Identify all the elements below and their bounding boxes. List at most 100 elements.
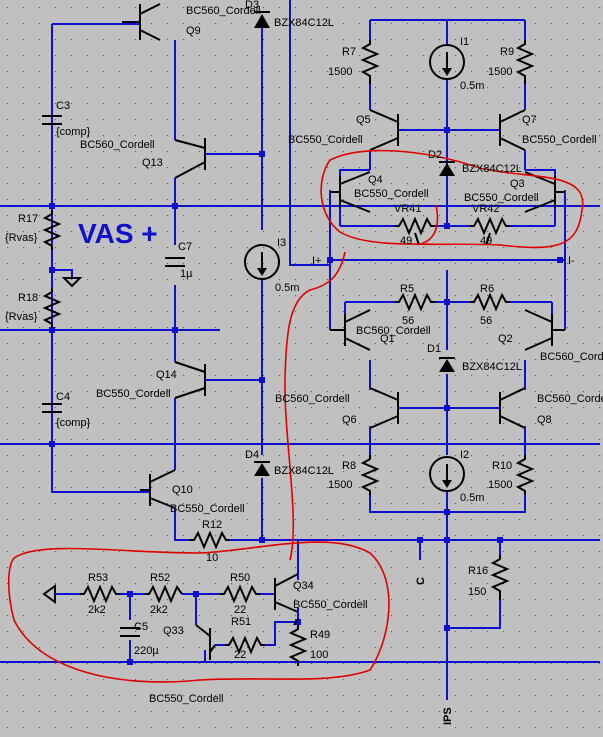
q8-model: BC560_Cordell xyxy=(537,393,603,405)
q2-name: Q2 xyxy=(498,333,513,345)
r5-name: R5 xyxy=(400,283,414,295)
d1-name: D1 xyxy=(427,343,441,355)
c5-value: 220µ xyxy=(134,645,159,657)
d4-model: BZX84C12L xyxy=(274,465,334,477)
junctions xyxy=(49,127,563,665)
vas-label: VAS + xyxy=(78,218,158,249)
c4-value: {comp} xyxy=(56,417,91,429)
r18-value: {Rvas} xyxy=(5,311,38,323)
q13-name: Q13 xyxy=(142,157,163,169)
q5-name: Q5 xyxy=(356,114,371,126)
vr42-name: VR42 xyxy=(472,203,500,215)
q3-model: BC550_Cordell xyxy=(464,192,539,204)
q6-model-left: BC560_Cordell xyxy=(275,393,350,405)
q9-model: BC560_Cordell xyxy=(186,5,261,17)
q10-model: BC550_Cordell xyxy=(170,503,245,515)
r6-value: 56 xyxy=(480,315,492,327)
r5-value: 56 xyxy=(402,315,414,327)
i2-name: I2 xyxy=(460,449,469,461)
r16-name: R16 xyxy=(468,565,488,577)
r49-name: R49 xyxy=(310,629,330,641)
r49-wiper xyxy=(293,618,299,626)
q4-model: BC550_Cordell xyxy=(354,188,429,200)
r16-value: 150 xyxy=(468,586,486,598)
q34-model: BC550_Cordell xyxy=(293,599,368,611)
d4-name: D4 xyxy=(245,449,259,461)
r6-name: R6 xyxy=(480,283,494,295)
r9-name: R9 xyxy=(500,46,514,58)
net-iminus: I- xyxy=(568,255,575,267)
d1-model: BZX84C12L xyxy=(462,361,522,373)
d2-name: D2 xyxy=(428,149,442,161)
q8-name: Q8 xyxy=(537,414,552,426)
i1-value: 0.5m xyxy=(460,80,484,92)
q14-name: Q14 xyxy=(156,369,177,381)
q3-name: Q3 xyxy=(510,178,525,190)
r10-name: R10 xyxy=(492,460,512,472)
net-c: C xyxy=(415,577,427,585)
vr41-name: VR41 xyxy=(394,203,422,215)
capacitors xyxy=(42,115,185,637)
q7-name: Q7 xyxy=(522,114,537,126)
resistors xyxy=(42,40,535,666)
c4-name: C4 xyxy=(56,391,70,403)
r52-value: 2k2 xyxy=(150,604,168,616)
vr42-wiper xyxy=(485,232,491,246)
d2-model: BZX84C12L xyxy=(462,163,522,175)
q14-model: BC550_Cordell xyxy=(96,388,171,400)
c7-name: C7 xyxy=(178,241,192,253)
q4-name: Q4 xyxy=(368,174,383,186)
r18-name: R18 xyxy=(18,292,38,304)
c3-value: {comp} xyxy=(56,126,91,138)
q1-model: BC560_Cordell xyxy=(356,325,431,337)
r8-name: R8 xyxy=(342,460,356,472)
q5-model: BC550_Cordell xyxy=(288,134,363,146)
current-sources xyxy=(244,44,465,492)
r7-value: 1500 xyxy=(328,66,352,78)
r17-name: R17 xyxy=(18,213,38,225)
r10-value: 1500 xyxy=(488,479,512,491)
d3-model: BZX84C12L xyxy=(274,17,334,29)
r50-name: R50 xyxy=(230,572,250,584)
i1-name: I1 xyxy=(460,36,469,48)
r17-value: {Rvas} xyxy=(5,232,38,244)
c7-value: 1µ xyxy=(180,268,193,280)
q1-name: Q1 xyxy=(380,333,395,345)
r49-value: 100 xyxy=(310,649,328,661)
i3-value: 0.5m xyxy=(275,282,299,294)
ground-icon xyxy=(61,277,83,288)
c3-name: C3 xyxy=(56,100,70,112)
q2-model: BC560_Cordell xyxy=(540,351,603,363)
q7-model: BC550_Cordell xyxy=(522,134,597,146)
r53-value: 2k2 xyxy=(88,604,106,616)
r53-name: R53 xyxy=(88,572,108,584)
r50-value: 22 xyxy=(234,604,246,616)
q10-name: Q10 xyxy=(172,484,193,496)
vr41-wiper xyxy=(414,232,420,246)
r8-value: 1500 xyxy=(328,479,352,491)
r52-name: R52 xyxy=(150,572,170,584)
i2-value: 0.5m xyxy=(460,492,484,504)
net-iplus: I+ xyxy=(312,255,321,267)
r7-name: R7 xyxy=(342,46,356,58)
c5-name: C5 xyxy=(134,621,148,633)
q33-name: Q33 xyxy=(163,625,184,637)
q6-name: Q6 xyxy=(342,414,357,426)
r51-name: R51 xyxy=(231,616,251,628)
r51-value: 22 xyxy=(234,649,246,661)
q33-model: BC550_Cordell xyxy=(149,693,224,705)
q9-name: Q9 xyxy=(186,25,201,37)
vr41-value: 49 xyxy=(400,235,412,247)
net-flag-icon xyxy=(42,584,56,604)
wires xyxy=(0,0,600,700)
r12-value: 10 xyxy=(206,552,218,564)
d3-name: D3 xyxy=(245,0,259,11)
red-annotations xyxy=(7,149,584,683)
net-ips: IPS xyxy=(442,707,454,725)
r12-name: R12 xyxy=(202,519,222,531)
i3-name: I3 xyxy=(277,237,286,249)
vr42-value: 49 xyxy=(480,235,492,247)
r9-value: 1500 xyxy=(488,66,512,78)
diodes xyxy=(254,11,455,476)
